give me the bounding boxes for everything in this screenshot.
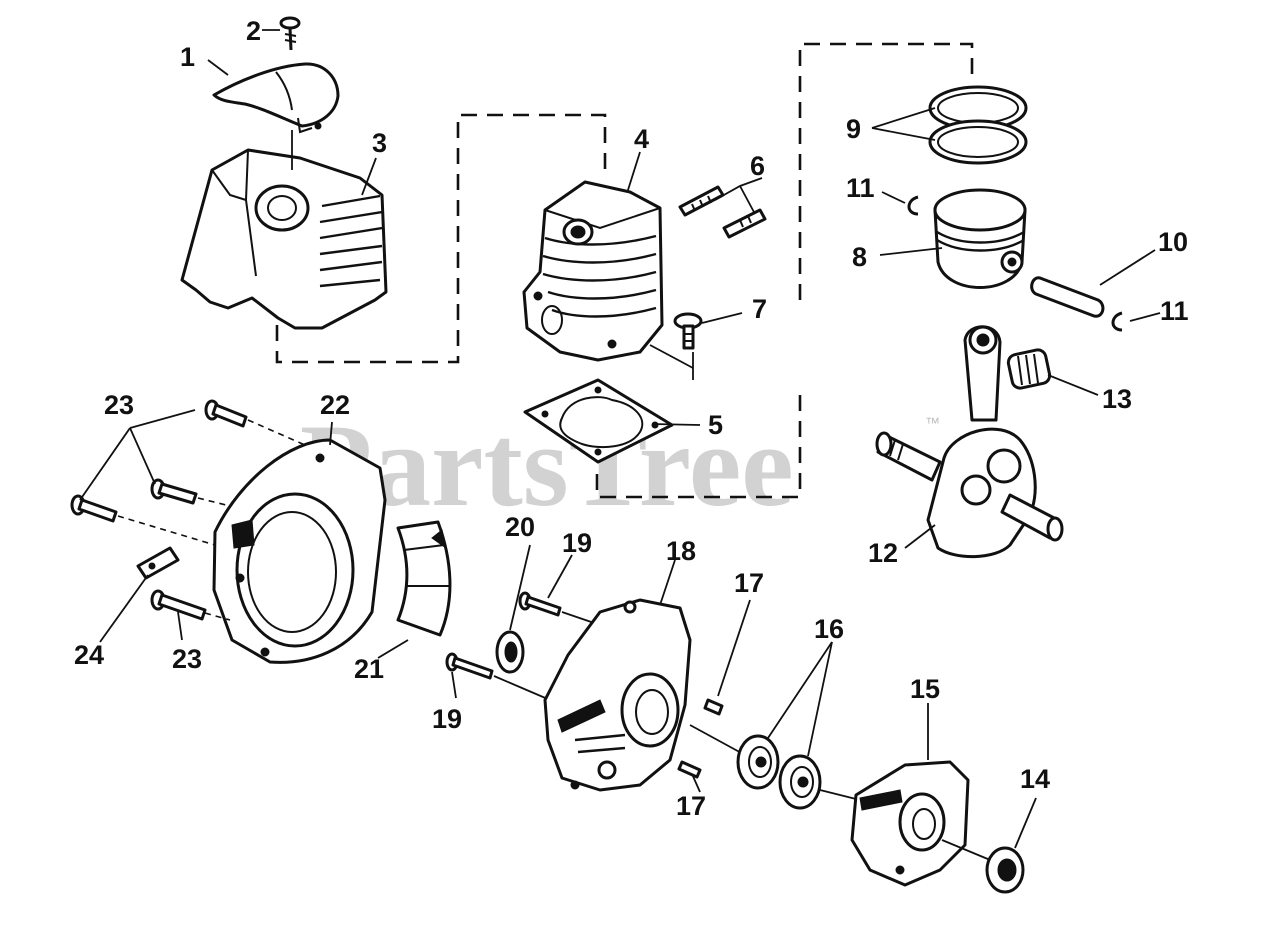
- crankcase-seal-left: [495, 630, 525, 674]
- callout-6: 6: [750, 151, 765, 181]
- cylinder-studs-part: [678, 185, 767, 239]
- piston-pin-clip-top: [907, 195, 919, 216]
- callout-10: 10: [1158, 227, 1188, 257]
- fan-housing-part: [212, 421, 387, 664]
- callout-20: 20: [505, 512, 535, 542]
- cylinder-cover-part: [180, 130, 388, 330]
- crankshaft-bearing-left: [736, 734, 780, 790]
- crankcase-seal-right: [985, 846, 1025, 894]
- callout-4: 4: [634, 124, 649, 154]
- leader-lines: [79, 29, 1161, 849]
- callout-13: 13: [1102, 384, 1132, 414]
- callout-11-top: 11: [846, 173, 875, 203]
- callout-15: 15: [910, 674, 940, 704]
- callout-23-bottom: 23: [172, 644, 202, 674]
- bracket-plate-part: [136, 546, 180, 580]
- callout-7: 7: [752, 294, 767, 324]
- piston-pin-clip-bottom: [1111, 311, 1123, 332]
- guide-plate-part: [396, 520, 452, 637]
- callout-11-bottom: 11: [1160, 296, 1189, 326]
- dowel-pin-upper: [703, 698, 724, 716]
- callout-9: 9: [846, 114, 861, 144]
- watermark-trademark: ™: [925, 415, 940, 432]
- housing-bolt-bottom: [150, 589, 207, 621]
- crankcase-part: [543, 559, 746, 792]
- callout-17-upper: 17: [734, 568, 764, 598]
- crankcase-bolt-upper: [518, 591, 562, 617]
- crankshaft-bearing-right: [778, 754, 822, 810]
- crankcase-bolt-lower: [445, 652, 494, 680]
- callout-5: 5: [708, 410, 723, 440]
- group-outline-piston-kit: [595, 42, 974, 499]
- callout-12: 12: [868, 538, 898, 568]
- callout-19-upper: 19: [562, 528, 592, 558]
- callout-19-lower: 19: [432, 704, 462, 734]
- needle-bearing-part: [1006, 348, 1052, 390]
- callout-18: 18: [666, 536, 696, 566]
- crankshaft-part: [875, 325, 1064, 559]
- callout-24: 24: [74, 640, 104, 670]
- callout-22: 22: [320, 390, 350, 420]
- group-outline-cylinder-cover: [275, 113, 607, 364]
- piston-pin-part: [1030, 276, 1105, 318]
- housing-bolt-left: [70, 494, 118, 523]
- cylinder-part: [522, 180, 694, 380]
- top-cover-part: [212, 62, 340, 134]
- callout-21: 21: [354, 654, 384, 684]
- callout-23-top: 23: [104, 390, 134, 420]
- cylinder-bolt-part: [673, 312, 703, 350]
- callout-8: 8: [852, 242, 867, 272]
- crankcase-half-part: [850, 760, 996, 887]
- callout-3: 3: [372, 128, 387, 158]
- cover-screw-part: [279, 16, 301, 51]
- callout-17-lower: 17: [676, 791, 706, 821]
- housing-bolt-mid: [150, 478, 198, 505]
- callout-1: 1: [180, 42, 195, 72]
- housing-bolt-top: [204, 399, 248, 428]
- callout-labels: 1 2 3 4 5 6 7 8 9 10 11 11 12 13 14 15 1…: [74, 16, 1189, 821]
- piston-rings-part: [928, 85, 1028, 165]
- dowel-pin-lower: [677, 760, 702, 779]
- callout-14: 14: [1020, 764, 1050, 794]
- callout-16: 16: [814, 614, 844, 644]
- piston-part: [933, 188, 1027, 289]
- callout-2: 2: [246, 16, 261, 46]
